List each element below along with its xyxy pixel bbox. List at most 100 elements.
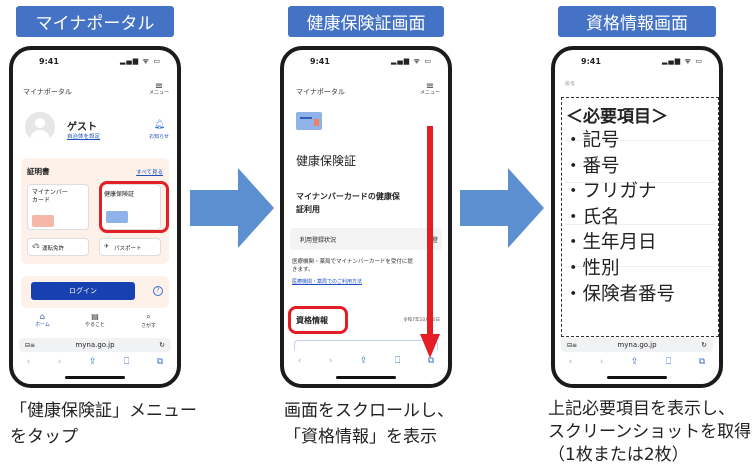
- page-title: 健康保険証: [296, 154, 357, 168]
- see-all-link[interactable]: すべて見る: [136, 170, 163, 176]
- back-icon[interactable]: ‹: [297, 356, 302, 366]
- tab-todo[interactable]: ▤ やること: [85, 312, 105, 328]
- share-icon[interactable]: ⇪: [359, 356, 368, 366]
- mynumber-card-icon: [32, 215, 54, 227]
- card-insurance[interactable]: 健康保険証: [99, 184, 161, 230]
- cert-panel: 証明書 すべて見る マイナンバー カード 健康保険証 🚗︎ 運転免許 ✈︎ パス…: [21, 158, 169, 264]
- highlight-qualification-info: [288, 306, 348, 334]
- reload-icon: ↻: [159, 341, 165, 349]
- required-item: ・保険者番号: [564, 283, 676, 305]
- status-time: 9:41: [310, 57, 330, 66]
- status-time: 9:41: [39, 57, 59, 66]
- insurance-card-icon: [296, 112, 322, 130]
- bookmarks-icon[interactable]: ⎕: [123, 357, 130, 367]
- self-setting-link[interactable]: 自治体を設定: [67, 134, 101, 140]
- tabs-icon[interactable]: ⧉: [156, 357, 164, 367]
- tabs-icon[interactable]: ⧉: [698, 357, 706, 367]
- bookmarks-icon[interactable]: ⎕: [665, 357, 672, 367]
- required-item: ・生年月日: [564, 232, 657, 254]
- forward-icon[interactable]: ›: [599, 357, 604, 367]
- hamburger-icon: ≡: [154, 81, 164, 92]
- required-item: ・フリガナ: [564, 181, 657, 203]
- notice-label: お知らせ: [149, 134, 169, 140]
- forward-icon[interactable]: ›: [57, 357, 62, 367]
- browser-nav: ‹ › ⇪ ⎕ ⧉: [13, 355, 177, 369]
- signal-icon: ▂▄▆ ᯤ ▭: [661, 57, 703, 65]
- app-title: マイナポータル: [296, 88, 345, 96]
- card-passport[interactable]: ✈︎ パスポート: [99, 238, 161, 256]
- clipboard-icon: ▤: [91, 312, 99, 321]
- tab-search-label: さがす: [141, 323, 157, 329]
- login-button[interactable]: ログイン: [31, 282, 135, 300]
- back-icon[interactable]: ‹: [568, 357, 573, 367]
- required-items-box: ＜必要項目＞ ・記号・番号・フリガナ・氏名・生年月日・性別・保険者番号: [561, 97, 719, 337]
- header-insurance-screen: 健康保険証画面: [288, 6, 444, 37]
- header-qualification-screen: 資格情報画面: [558, 6, 716, 37]
- highlight-insurance-card: [99, 181, 169, 233]
- usage-note: 医療機関・薬局でマイナンバーカードを受付に提 きます。: [292, 259, 413, 273]
- tab-home-label: ホーム: [35, 322, 50, 328]
- status-value: 登: [431, 237, 438, 244]
- app-title: マイナポータル: [23, 88, 72, 96]
- signal-icon: ▂▄▆ ᯤ ▭: [390, 57, 432, 65]
- url-text: myna.go.jp: [617, 341, 657, 349]
- share-icon[interactable]: ⇪: [88, 357, 97, 367]
- required-item: ・氏名: [564, 206, 620, 228]
- required-item: ・記号: [564, 130, 620, 151]
- url-text: myna.go.jp: [75, 341, 115, 349]
- menu-button[interactable]: ≡ メニュー: [419, 81, 440, 96]
- date-text: 令和7年10月10日: [403, 318, 440, 323]
- caption-step2: 画面をスクロールし、 「資格情報」を表示: [284, 401, 454, 447]
- tab-home[interactable]: ⌂ ホーム: [35, 312, 50, 328]
- reload-icon: ↻: [701, 341, 707, 349]
- required-items-list: ・記号・番号・フリガナ・氏名・生年月日・性別・保険者番号: [564, 128, 675, 307]
- url-bar[interactable]: ⊟≡ myna.go.jp ↻: [561, 338, 713, 352]
- usage-link[interactable]: 医療機関・薬局でのご利用方法: [292, 279, 363, 285]
- card-mynumber-label: マイナンバー カード: [32, 189, 68, 204]
- tab-todo-label: やること: [85, 322, 106, 328]
- right-arrow-icon: [460, 168, 544, 248]
- right-arrow-icon: [190, 168, 274, 248]
- bell-icon[interactable]: 🔔︎: [153, 120, 165, 130]
- menu-button[interactable]: ≡ メニュー: [148, 81, 169, 96]
- browser-nav: ‹ › ⇪ ⎕ ⧉: [555, 355, 719, 369]
- card-passport-label: パスポート: [114, 246, 142, 252]
- bookmarks-icon[interactable]: ⎕: [394, 356, 401, 366]
- card-insurance-label: 健康保険証: [104, 191, 135, 198]
- qualification-info-label[interactable]: 資格情報: [296, 316, 328, 325]
- status-row: 利用登録状況 登: [290, 228, 442, 250]
- url-bar[interactable]: ⊟≡ myna.go.jp ↻: [19, 338, 171, 352]
- caption-step3: 上記必要項目を表示し、 スクリーンショットを取得 （1枚または2枚）: [548, 399, 752, 465]
- status-time: 9:41: [581, 57, 601, 66]
- page-settings-icon: ⊟≡: [567, 341, 578, 349]
- avatar: [25, 112, 55, 142]
- plane-icon: ✈︎: [104, 243, 110, 250]
- card-license[interactable]: 🚗︎ 運転免許: [27, 238, 89, 256]
- tab-search[interactable]: ⌕ さがす: [141, 312, 156, 329]
- required-items-heading: ＜必要項目＞: [566, 107, 668, 127]
- home-indicator: [65, 376, 125, 379]
- back-link[interactable]: 戻る: [565, 81, 576, 87]
- back-icon[interactable]: ‹: [26, 357, 31, 367]
- info-card-edge: [294, 340, 438, 350]
- cert-title: 証明書: [27, 167, 50, 176]
- home-indicator: [607, 376, 667, 379]
- browser-nav: ‹ › ⇪ ⎕ ⧉: [284, 354, 448, 368]
- card-license-label: 運転免許: [42, 246, 65, 252]
- home-indicator: [336, 376, 396, 379]
- share-icon[interactable]: ⇪: [630, 357, 639, 367]
- menu-label: メニュー: [148, 90, 169, 96]
- signal-icon: ▂▄▆ ᯤ ▭: [119, 57, 161, 65]
- header-portal: マイナポータル: [16, 6, 174, 37]
- page-settings-icon: ⊟≡: [25, 341, 36, 349]
- card-mynumber[interactable]: マイナンバー カード: [27, 184, 89, 230]
- required-item: ・番号: [564, 155, 620, 177]
- forward-icon[interactable]: ›: [328, 356, 333, 366]
- phone-qualification: 9:41 ▂▄▆ ᯤ ▭ 戻る ＜必要項目＞ ・記号・番号・フリガナ・氏名・生年…: [551, 46, 723, 388]
- menu-label: メニュー: [419, 90, 440, 96]
- scroll-down-arrow-icon: [420, 126, 440, 358]
- insurance-card-icon: [106, 211, 128, 223]
- tabs-icon[interactable]: ⧉: [427, 356, 435, 366]
- hamburger-icon: ≡: [425, 81, 435, 92]
- help-icon[interactable]: ?: [153, 286, 163, 296]
